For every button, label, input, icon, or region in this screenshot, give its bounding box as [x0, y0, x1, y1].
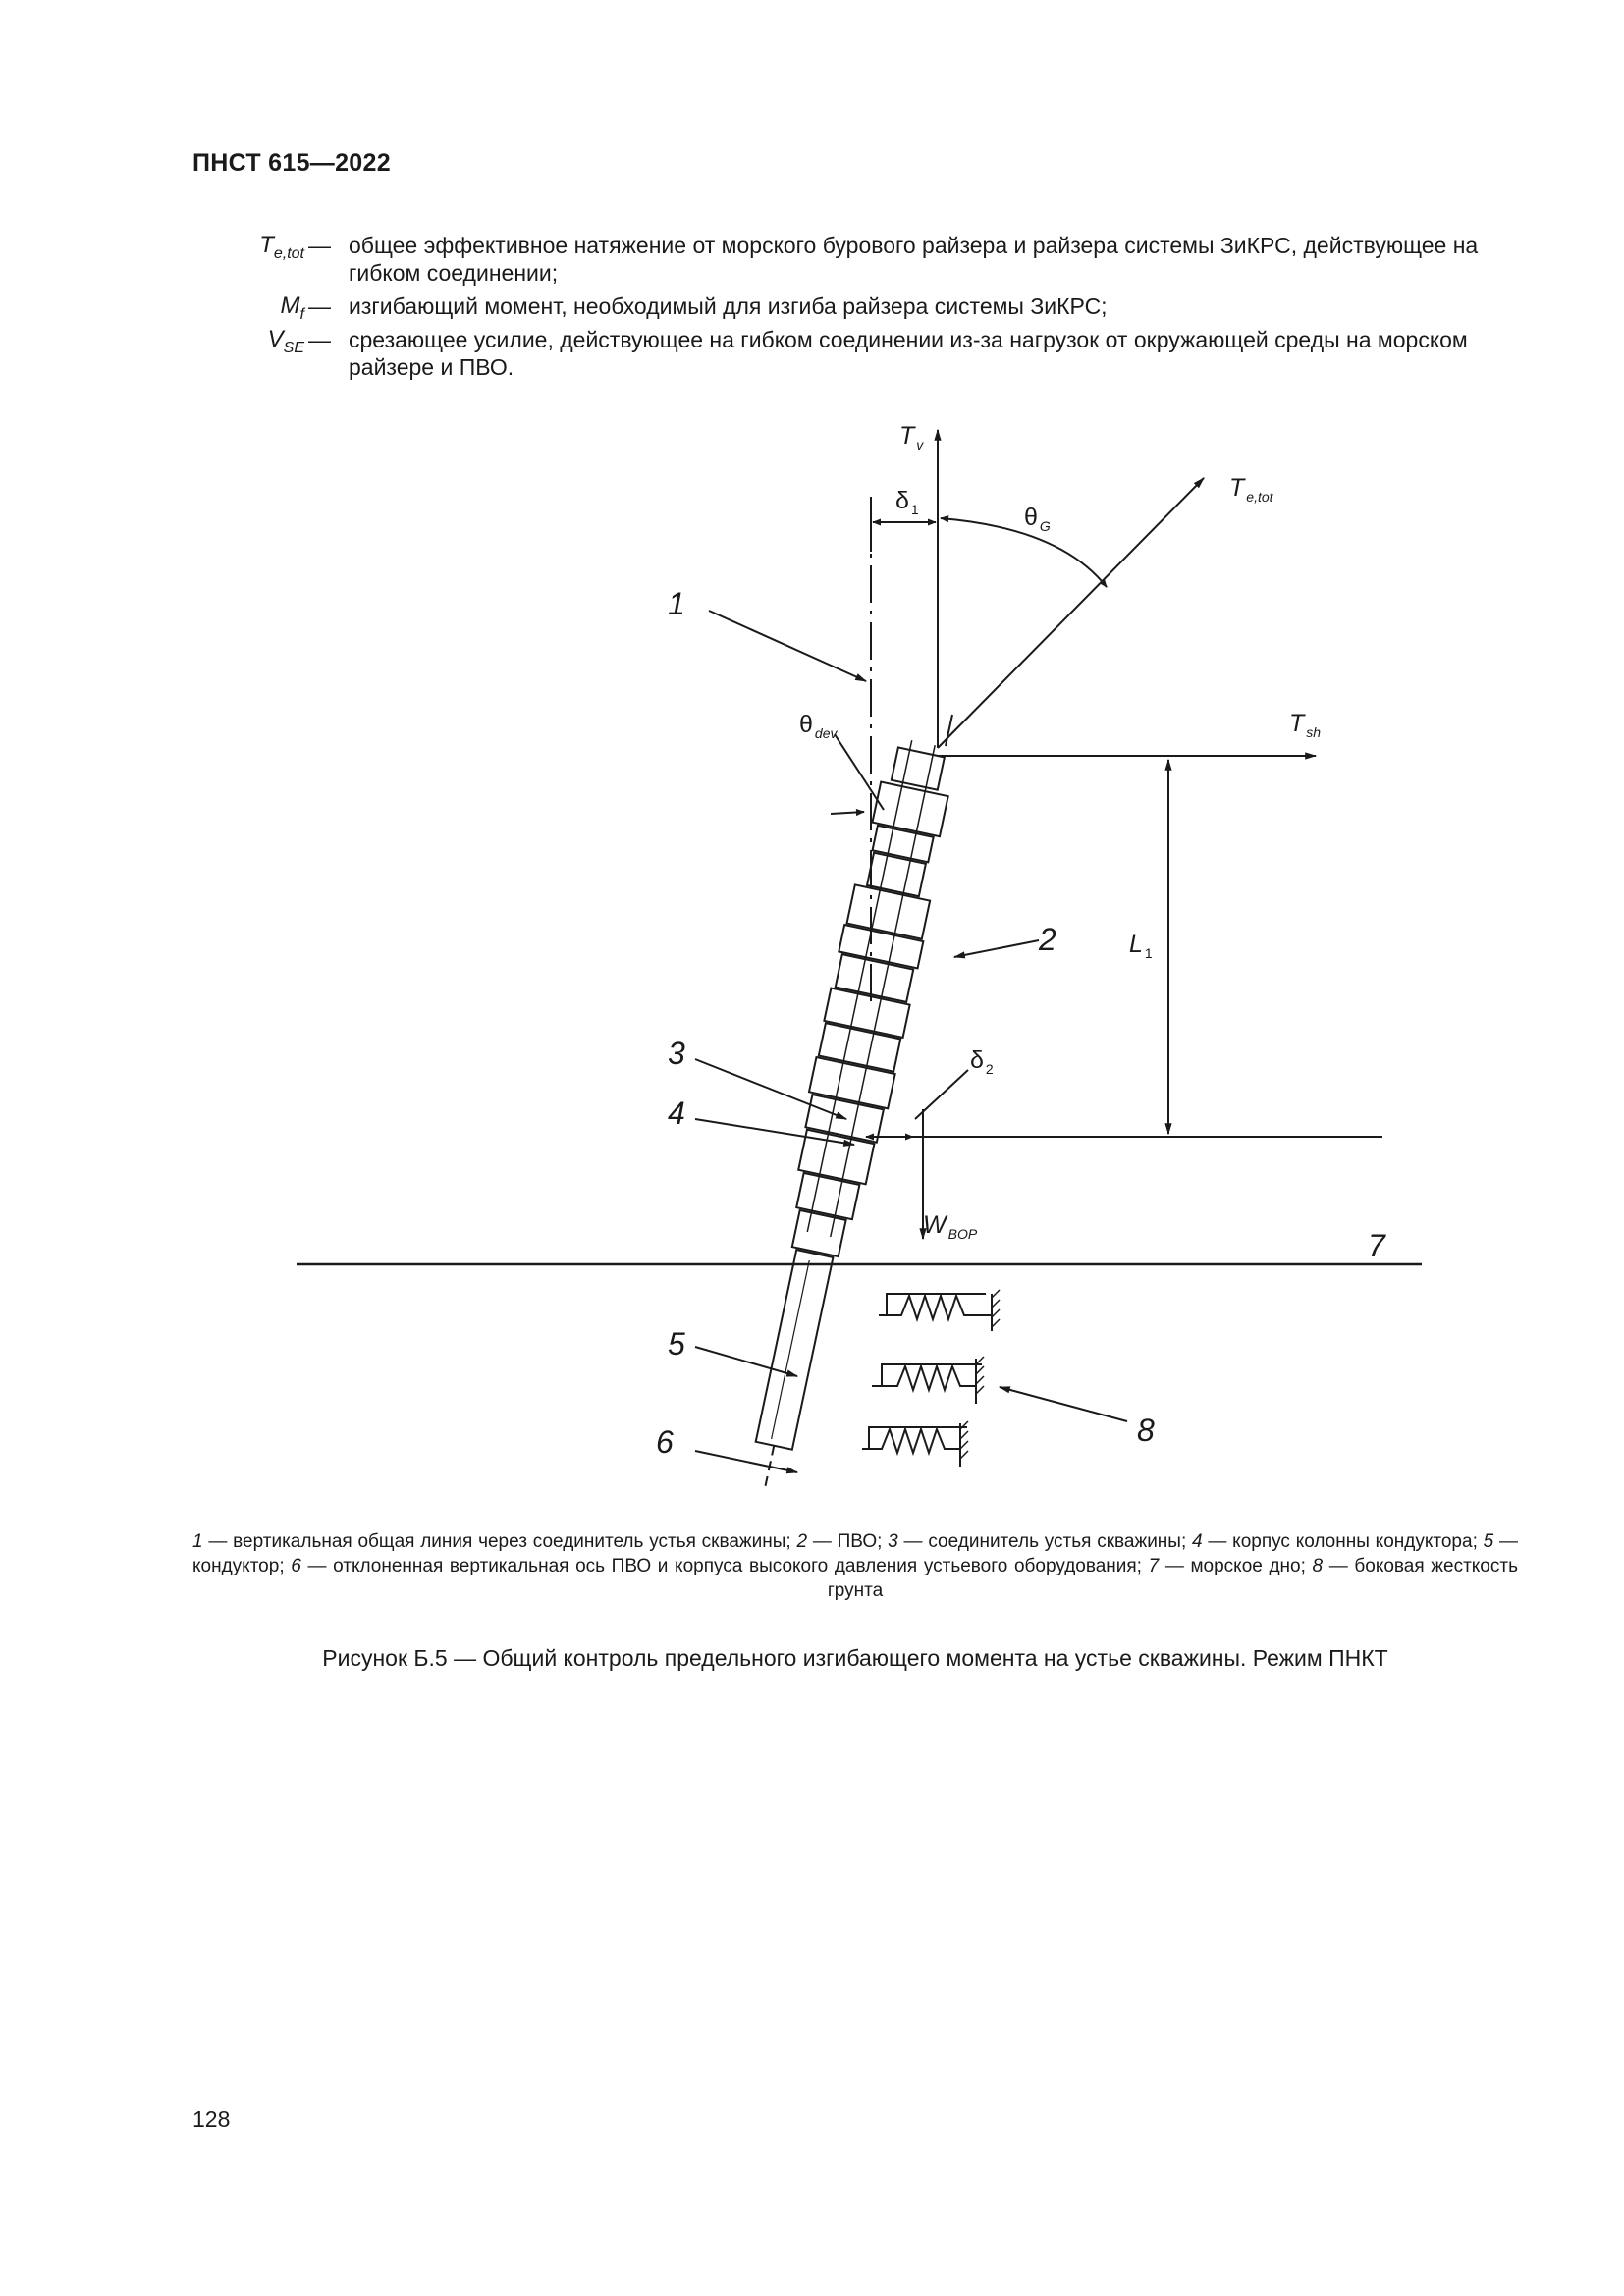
callout-8: 8 [1137, 1413, 1155, 1448]
definition-te-tot: Te,tot — общее эффективное натяжение от … [192, 232, 1518, 287]
definition-vse: VSE — срезающее усилие, действующее на г… [192, 326, 1518, 381]
callout-3: 3 [668, 1036, 685, 1071]
callout-1: 1 [668, 586, 685, 621]
callout-7: 7 [1368, 1228, 1386, 1263]
callout-5: 5 [668, 1326, 685, 1362]
definition-text: общее эффективное натяжение от морского … [349, 233, 1479, 286]
conductor [754, 1248, 835, 1451]
callout-4: 4 [668, 1095, 685, 1131]
document-header: ПНСТ 615—2022 [192, 149, 391, 177]
definition-text: срезающее усилие, действующее на гибком … [349, 327, 1468, 380]
symbol-definitions: Te,tot — общее эффективное натяжение от … [192, 232, 1518, 387]
symbol: Mf [280, 293, 304, 323]
theta-g-arc [940, 515, 1108, 588]
callout-6: 6 [656, 1424, 674, 1460]
bop-stack [754, 740, 949, 1486]
tetot-arrow [937, 477, 1205, 749]
soil-springs [862, 1289, 1001, 1467]
figure-legend: 1 — вертикальная общая линия через соеди… [192, 1531, 1519, 1601]
symbol: Te,tot [259, 232, 304, 262]
figure-caption: Рисунок Б.5 — Общий контроль предельного… [322, 1645, 1388, 1671]
definition-mf: Mf — изгибающий момент, необходимый для … [192, 293, 1518, 323]
symbol: VSE [267, 326, 304, 356]
callout-2: 2 [1038, 922, 1056, 957]
definition-text: изгибающий момент, необходимый для изгиб… [349, 294, 1108, 319]
page-number: 128 [192, 2107, 231, 2132]
